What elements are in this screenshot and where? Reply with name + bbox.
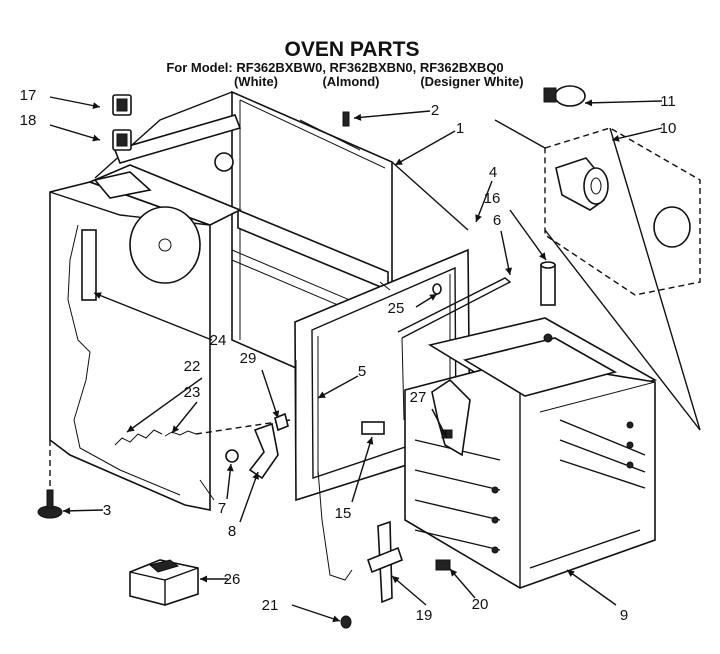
- part-number-5: 5: [358, 363, 366, 380]
- leader-arrow-19: [392, 576, 400, 584]
- leader-line-2: [353, 110, 431, 119]
- leader-arrow-17: [92, 102, 100, 110]
- leader-arrow-21: [332, 615, 340, 623]
- part-number-23: 23: [184, 384, 201, 401]
- part-number-21: 21: [262, 597, 279, 614]
- part-number-20: 20: [472, 596, 489, 613]
- rack-support: [397, 277, 512, 421]
- side-panel: [49, 114, 242, 511]
- light-bulb: [543, 85, 586, 107]
- leader-line-21: [291, 604, 341, 622]
- variant-designer-white: (Designer White): [420, 74, 523, 89]
- part-number-2: 2: [431, 102, 439, 119]
- leader-arrow-9: [567, 570, 575, 577]
- part-number-25: 25: [388, 300, 405, 317]
- leader-arrow-27: [440, 430, 447, 438]
- part-number-10: 10: [660, 120, 677, 137]
- latch-assembly: [317, 469, 451, 629]
- leader-line-22: [126, 377, 203, 433]
- leader-line-1: [394, 130, 456, 166]
- part-number-8: 8: [228, 523, 236, 540]
- leader-arrow-10: [612, 134, 620, 142]
- leader-line-16: [509, 209, 547, 261]
- part-number-4: 4: [489, 164, 497, 181]
- block-part: [129, 559, 199, 606]
- leader-line-11: [584, 100, 663, 104]
- leader-arrow-3: [63, 507, 71, 515]
- model-line: For Model: RF362BXBW0, RF362BXBN0, RF362…: [166, 60, 503, 75]
- part-number-11: 11: [660, 93, 676, 110]
- part-number-26: 26: [224, 571, 241, 588]
- variant-almond: (Almond): [322, 74, 379, 89]
- part-number-1: 1: [456, 120, 464, 137]
- part-number-19: 19: [416, 607, 433, 624]
- leader-arrow-23: [172, 425, 180, 433]
- leader-line-29: [261, 369, 279, 419]
- leader-arrow-1: [395, 158, 403, 165]
- leader-arrow-15: [366, 437, 374, 445]
- leader-arrow-5: [318, 391, 326, 398]
- part-number-6: 6: [493, 212, 501, 229]
- leader-line-8: [239, 471, 259, 523]
- leader-arrow-26: [200, 575, 207, 583]
- leader-arrow-11: [585, 99, 593, 107]
- part-number-22: 22: [184, 358, 201, 375]
- screw-part: [342, 111, 350, 127]
- part-number-24: 24: [210, 332, 227, 349]
- spring-parts: [114, 419, 291, 446]
- part-number-17: 17: [20, 87, 37, 104]
- leader-arrow-16: [539, 252, 546, 260]
- part-number-3: 3: [103, 502, 111, 519]
- leader-line-4: [475, 180, 493, 223]
- part-number-29: 29: [240, 350, 257, 367]
- diagram-title: OVEN PARTS: [285, 38, 420, 61]
- leader-line-6: [500, 230, 511, 276]
- sensor-part: [540, 261, 556, 343]
- leader-line-24: [93, 292, 213, 341]
- leader-arrow-2: [354, 113, 362, 121]
- part-number-7: 7: [218, 500, 226, 517]
- leader-line-10: [611, 127, 663, 141]
- clip-parts: [112, 94, 132, 151]
- part-number-9: 9: [620, 607, 628, 624]
- leader-arrow-20: [450, 569, 458, 577]
- leader-arrow-29: [272, 410, 280, 418]
- light-assembly: [494, 119, 701, 431]
- part-number-16: 16: [484, 190, 501, 207]
- leader-arrow-24: [94, 292, 102, 299]
- leader-arrow-8: [252, 472, 259, 480]
- leveling-leg: [37, 440, 63, 519]
- part-number-15: 15: [335, 505, 352, 522]
- leader-line-19: [391, 575, 427, 606]
- leader-arrow-6: [505, 267, 513, 275]
- leader-arrow-25: [429, 294, 437, 301]
- leader-line-17: [49, 96, 101, 108]
- leader-arrow-22: [127, 425, 135, 432]
- leader-arrow-4: [475, 214, 482, 222]
- variant-white: (White): [234, 74, 278, 89]
- leader-arrow-18: [92, 134, 100, 142]
- bracket-parts: [225, 412, 289, 480]
- leader-arrow-7: [226, 464, 234, 472]
- leader-line-15: [351, 436, 373, 503]
- part-number-27: 27: [410, 389, 427, 406]
- leader-line-9: [566, 569, 617, 606]
- leader-line-5: [317, 375, 359, 399]
- part-number-18: 18: [20, 112, 37, 129]
- leader-line-18: [49, 124, 101, 141]
